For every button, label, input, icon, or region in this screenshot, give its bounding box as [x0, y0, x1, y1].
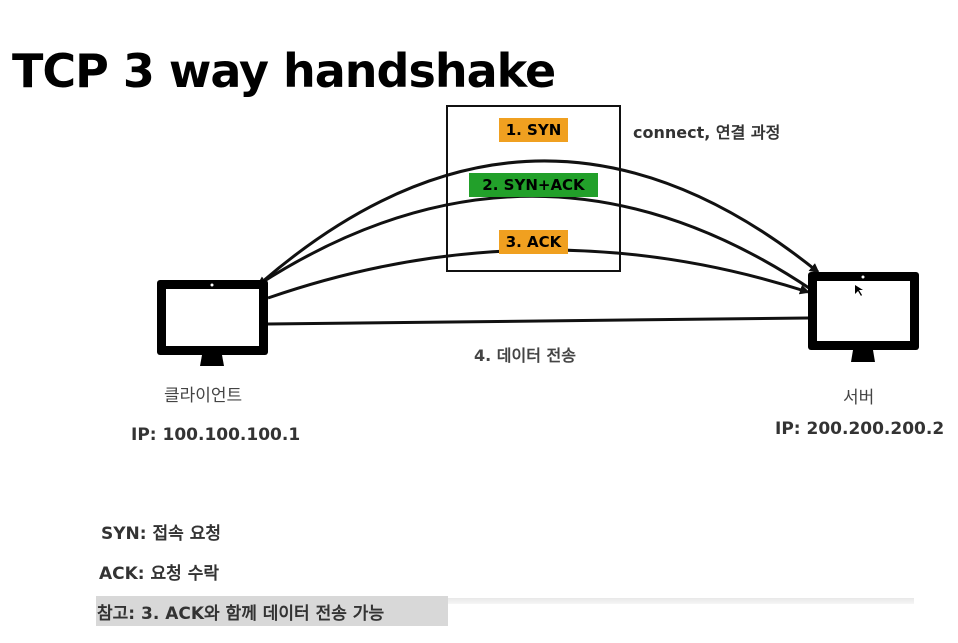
- monitor-icon: [157, 280, 268, 366]
- handshake-box: [446, 105, 621, 272]
- data-transfer-label: 4. 데이터 전송: [474, 346, 576, 365]
- connect-note: connect, 연결 과정: [633, 123, 781, 142]
- server-ip: IP: 200.200.200.2: [775, 419, 945, 439]
- client-name: 클라이언트: [164, 386, 243, 406]
- syn-arrow: [261, 159, 820, 284]
- ack-arrow: [267, 248, 810, 300]
- monitor-icon: [808, 272, 919, 362]
- step-ack-label: 3. ACK: [499, 230, 568, 254]
- legend-highlight-bar: [96, 598, 914, 604]
- data-transfer-line: [267, 316, 809, 326]
- legend-syn: SYN: 접속 요청: [101, 524, 221, 544]
- legend-note-highlight: [96, 596, 448, 626]
- server-name: 서버: [843, 388, 875, 408]
- client-ip: IP: 100.100.100.1: [131, 425, 301, 445]
- step-syn-label: 1. SYN: [499, 118, 568, 142]
- legend-ack: ACK: 요청 수락: [99, 564, 220, 584]
- legend-note: 참고: 3. ACK와 함께 데이터 전송 가능: [97, 604, 385, 624]
- page-title: TCP 3 way handshake: [12, 44, 556, 98]
- step-syn-ack-label: 2. SYN+ACK: [469, 173, 598, 197]
